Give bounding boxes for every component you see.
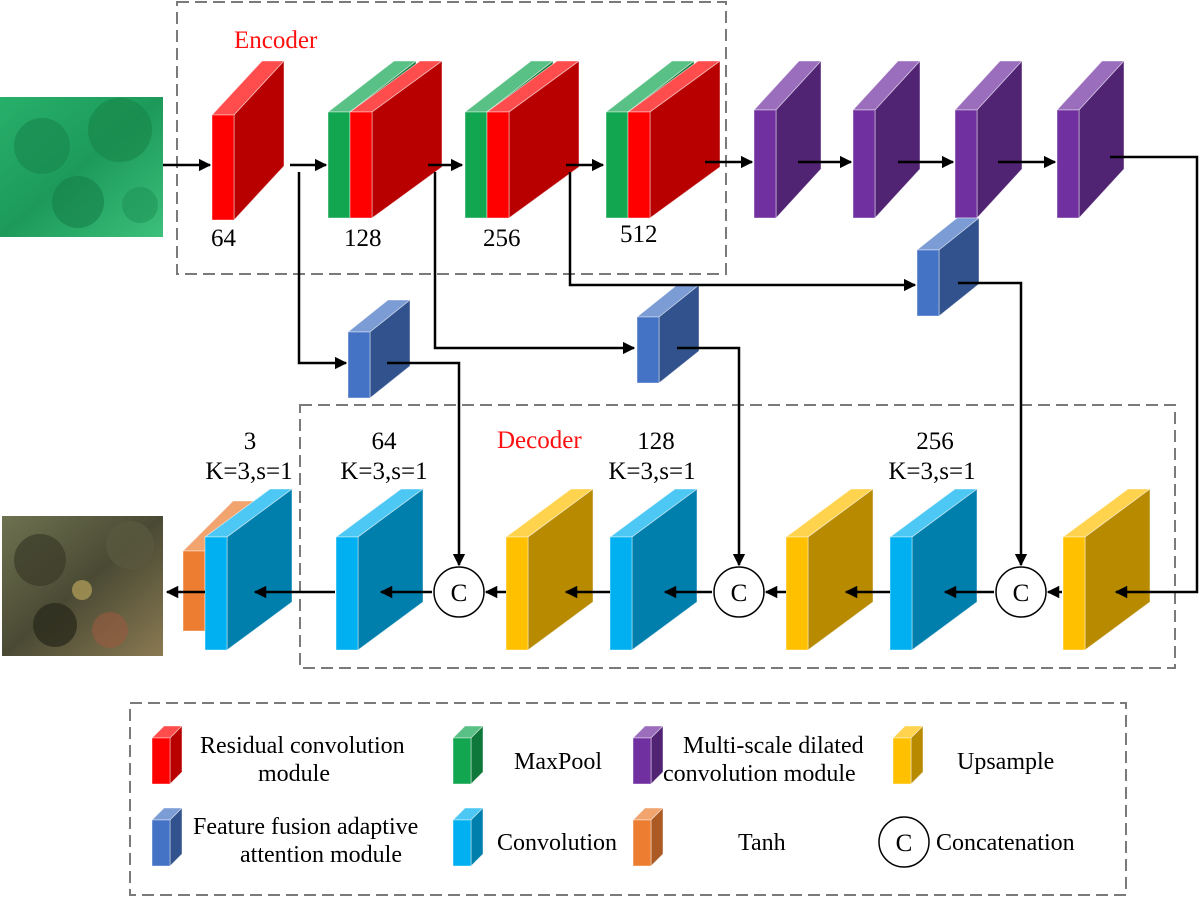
residual-block-64: [211, 59, 285, 222]
concat-node-3: C: [995, 566, 1047, 618]
svg-text:C: C: [451, 580, 468, 607]
decoder-conv-64-kernel: K=3,s=1: [340, 458, 427, 485]
residual-block-256: [485, 60, 581, 219]
encoder-group-box: [176, 1, 727, 275]
concat-node-2: C: [713, 566, 765, 618]
ffaa-block-3: [915, 217, 981, 317]
svg-text:C: C: [896, 830, 913, 857]
ffaa-block-2: [635, 284, 701, 384]
decoder-conv-128-kernel: K=3,s=1: [608, 458, 695, 485]
legend-residual-icon: [151, 725, 183, 785]
input-image: [0, 97, 163, 237]
legend-box: [129, 702, 1127, 896]
upsample-block-3: [504, 488, 595, 651]
conv-block-128: [608, 488, 699, 651]
svg-text:C: C: [731, 580, 748, 607]
decoder-title: Decoder: [497, 427, 582, 454]
encoder-channels-256: 256: [483, 225, 521, 252]
decoder-conv-64-channels: 64: [372, 428, 398, 455]
legend-maxpool-icon: [452, 725, 484, 785]
decoder-conv-3-channels: 3: [244, 428, 257, 455]
conv-block-64: [334, 488, 425, 651]
legend-ffaa-line2: attention module: [240, 842, 402, 868]
legend-tanh-icon: [632, 807, 664, 867]
dilated-block-3: [954, 59, 1023, 220]
dilated-block-2: [852, 59, 921, 220]
conv-block-3: [203, 488, 294, 651]
legend-upsample-icon: [892, 725, 924, 785]
legend-tanh: Tanh: [738, 830, 786, 856]
legend-dilated-icon: [632, 725, 664, 785]
legend-ffaa-icon: [151, 807, 183, 867]
decoder-conv-256-channels: 256: [916, 428, 954, 455]
encoder-channels-128: 128: [344, 225, 382, 252]
decoder-conv-3-kernel: K=3,s=1: [205, 458, 292, 485]
legend-maxpool: MaxPool: [514, 749, 602, 775]
ffaa-block-1: [346, 299, 412, 399]
conv-block-256: [888, 488, 979, 651]
residual-block-128: [348, 60, 444, 219]
upsample-block-1: [1061, 488, 1152, 651]
dilated-block-1: [753, 59, 822, 220]
legend-ffaa-line1: Feature fusion adaptive: [193, 814, 418, 840]
encoder-title: Encoder: [234, 27, 318, 54]
legend-dilated-line1: Multi-scale dilated: [683, 733, 864, 759]
upsample-block-2: [784, 488, 875, 651]
decoder-conv-256-kernel: K=3,s=1: [888, 458, 975, 485]
legend-concatenation: Concatenation: [936, 830, 1075, 856]
decoder-group-box: [299, 404, 1176, 669]
concat-node-1: C: [433, 566, 485, 618]
legend-dilated-line2: convolution module: [663, 761, 856, 787]
output-image: [2, 516, 163, 656]
legend-concat-symbol: C: [878, 816, 930, 868]
legend-residual-line2: module: [258, 761, 330, 787]
legend-convolution-icon: [452, 807, 484, 867]
decoder-conv-128-channels: 128: [637, 428, 675, 455]
encoder-channels-64: 64: [211, 225, 237, 252]
residual-block-512: [626, 60, 722, 219]
legend-convolution: Convolution: [497, 830, 617, 856]
dilated-block-4: [1056, 59, 1125, 220]
flow-arrows: [163, 155, 1199, 599]
encoder-channels-512: 512: [620, 221, 658, 248]
legend-upsample: Upsample: [957, 749, 1054, 775]
svg-text:C: C: [1013, 580, 1030, 607]
legend-residual-line1: Residual convolution: [200, 733, 405, 759]
